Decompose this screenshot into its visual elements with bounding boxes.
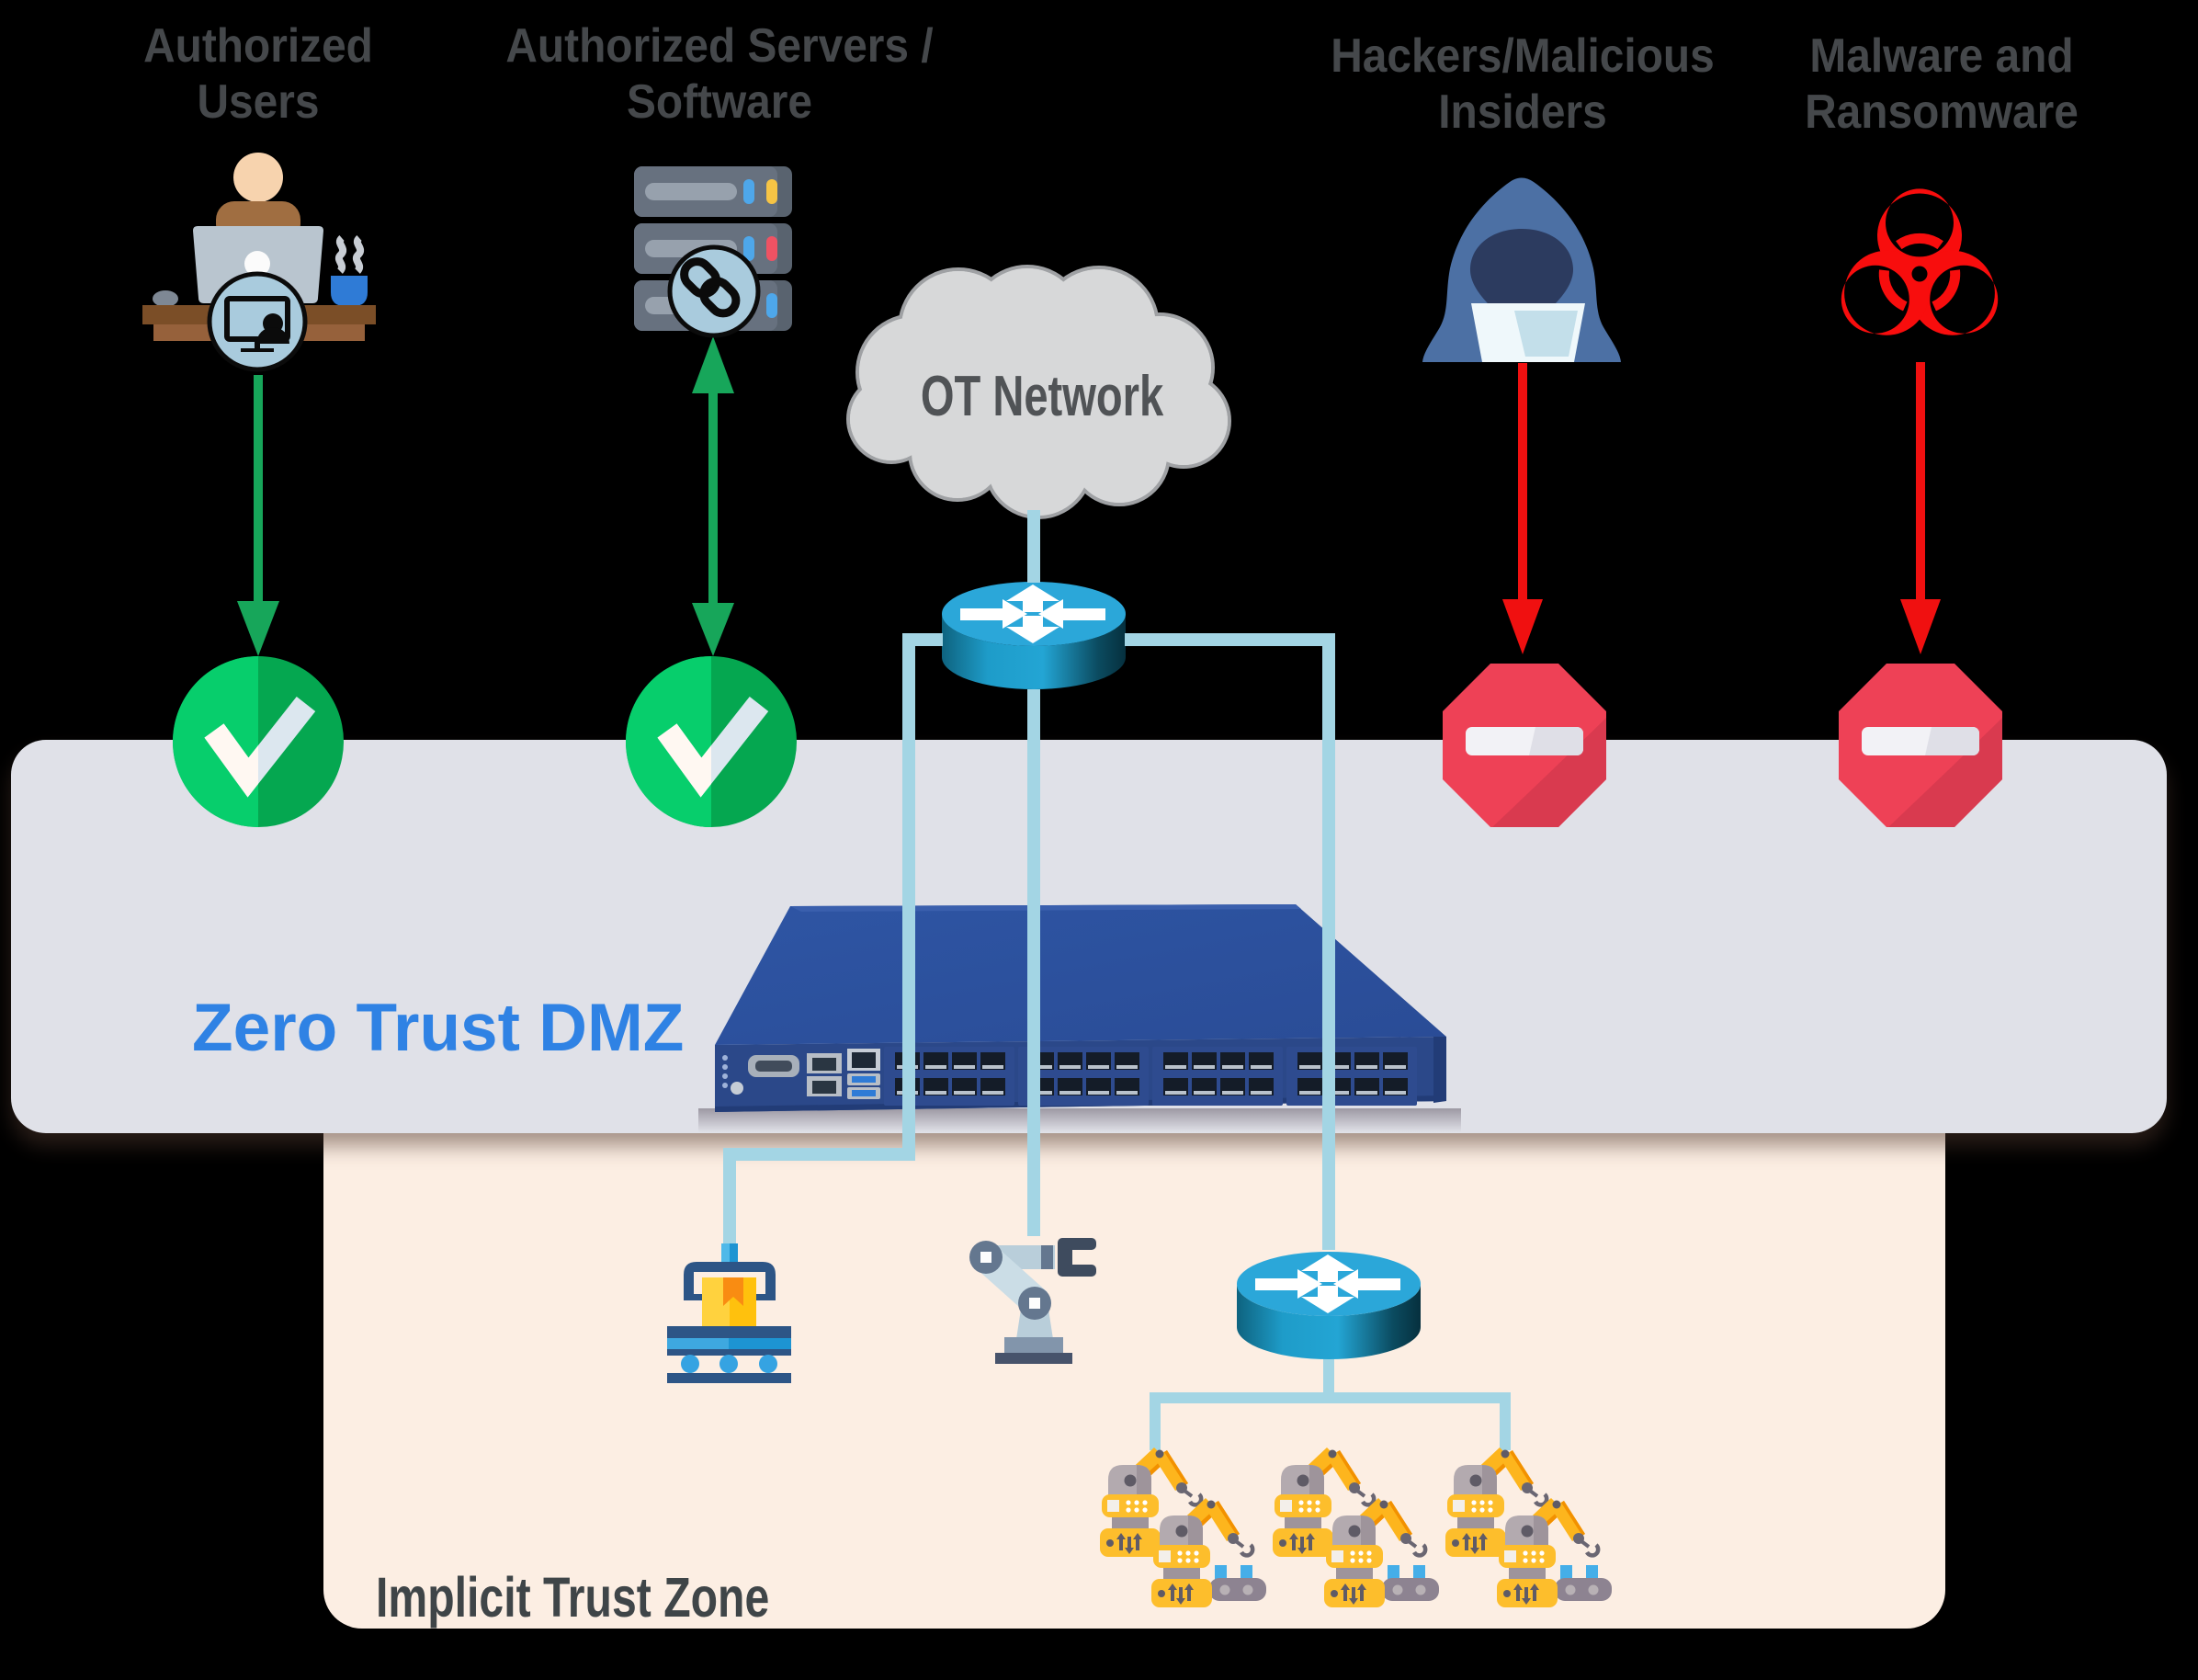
svg-text:Zero Trust DMZ: Zero Trust DMZ: [192, 991, 684, 1065]
svg-text:OT Network: OT Network: [921, 364, 1164, 428]
svg-text:Implicit Trust Zone: Implicit Trust Zone: [376, 1566, 769, 1629]
